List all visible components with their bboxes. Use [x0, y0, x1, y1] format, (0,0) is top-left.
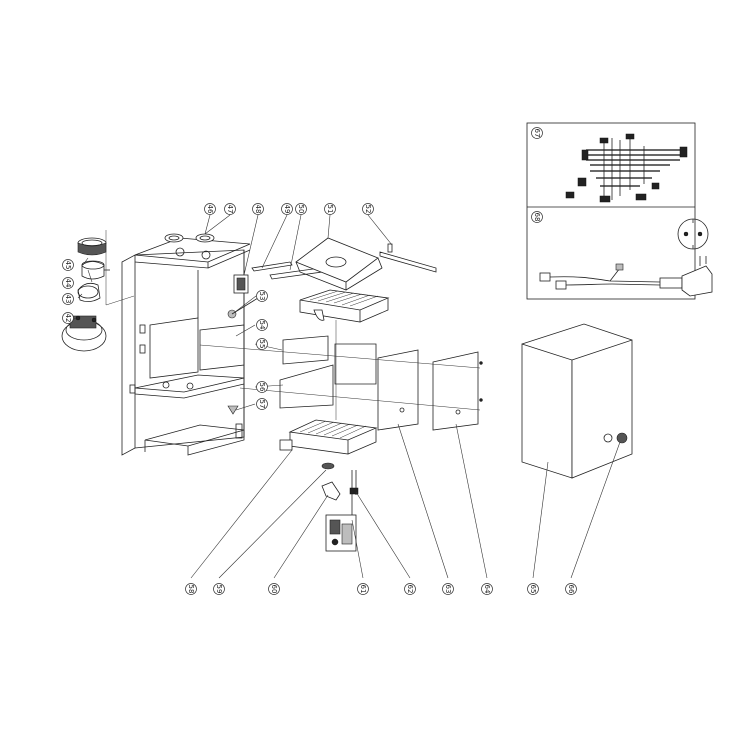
- inset-panel: [526, 122, 696, 300]
- part-label-54: 54: [256, 319, 268, 331]
- part-label-51: 51: [324, 203, 336, 215]
- power-cord-68: [539, 218, 713, 297]
- casing-65: [521, 323, 633, 479]
- svg-text:48: 48: [254, 205, 262, 214]
- part-label-64: 64: [481, 583, 493, 595]
- part-label-49: 49: [281, 203, 293, 215]
- part-label-43: 43: [62, 293, 74, 305]
- part-label-53: 53: [256, 290, 268, 302]
- part-label-57: 57: [256, 398, 268, 410]
- burner-58: [279, 419, 378, 455]
- part-label-59: 59: [213, 583, 225, 595]
- svg-text:43: 43: [64, 295, 72, 304]
- bracket-52: [379, 243, 437, 273]
- svg-text:42: 42: [64, 314, 72, 323]
- wiring-harness-67: [565, 133, 688, 203]
- part-label-42: 42: [62, 312, 74, 324]
- part-label-63: 63: [442, 583, 454, 595]
- svg-text:61: 61: [359, 585, 367, 594]
- air-filter-45: [77, 237, 107, 256]
- svg-text:66: 66: [567, 585, 575, 594]
- part-label-58: 58: [185, 583, 197, 595]
- part-label-48: 48: [252, 203, 264, 215]
- svg-text:52: 52: [364, 205, 372, 214]
- part-label-44: 44: [62, 277, 74, 289]
- elbow-43: [77, 282, 101, 302]
- leader-lines: [71, 214, 621, 579]
- part-label-60: 60: [268, 583, 280, 595]
- sensor-57: [227, 405, 239, 415]
- front-panels-63-64: [377, 349, 483, 431]
- part-label-61: 61: [357, 583, 369, 595]
- svg-text:53: 53: [258, 292, 266, 301]
- svg-text:46: 46: [206, 205, 214, 214]
- part-label-68: 68: [531, 211, 543, 223]
- svg-text:64: 64: [483, 585, 491, 594]
- gas-train: [321, 462, 359, 552]
- svg-text:55: 55: [258, 340, 266, 349]
- svg-text:58: 58: [187, 585, 195, 594]
- alignment-lines: [199, 320, 481, 420]
- insulation-panels-55-56: [279, 335, 377, 409]
- part-label-52: 52: [362, 203, 374, 215]
- part-label-67: 67: [531, 127, 543, 139]
- part-label-50: 50: [295, 203, 307, 215]
- part-label-65: 65: [527, 583, 539, 595]
- svg-text:51: 51: [326, 205, 334, 214]
- svg-text:56: 56: [258, 383, 266, 392]
- part-label-56: 56: [256, 381, 268, 393]
- part-label-46: 46: [204, 203, 216, 215]
- fan-motor-42: [61, 315, 107, 352]
- svg-text:62: 62: [406, 585, 414, 594]
- svg-text:67: 67: [533, 129, 541, 138]
- part-label-62: 62: [404, 583, 416, 595]
- part-label-66: 66: [565, 583, 577, 595]
- venturi-44: [81, 260, 110, 280]
- svg-text:63: 63: [444, 585, 452, 594]
- svg-text:50: 50: [297, 205, 305, 214]
- svg-text:44: 44: [64, 279, 72, 288]
- heat-exchanger: [299, 289, 390, 323]
- svg-text:49: 49: [283, 205, 291, 214]
- flue-hood-51: [295, 237, 383, 291]
- svg-text:45: 45: [64, 261, 72, 270]
- svg-text:59: 59: [215, 585, 223, 594]
- thermostat-53: [227, 297, 259, 319]
- svg-text:54: 54: [258, 321, 266, 330]
- svg-text:47: 47: [226, 205, 234, 214]
- svg-text:68: 68: [533, 213, 541, 222]
- svg-text:65: 65: [529, 585, 537, 594]
- part-label-45: 45: [62, 259, 74, 271]
- main-frame: [121, 237, 251, 456]
- part-label-47: 47: [224, 203, 236, 215]
- part-label-55: 55: [256, 338, 268, 350]
- svg-text:57: 57: [258, 400, 266, 409]
- svg-text:60: 60: [270, 585, 278, 594]
- pressure-switch-48: [233, 274, 249, 294]
- gaskets-46-47: [164, 233, 215, 243]
